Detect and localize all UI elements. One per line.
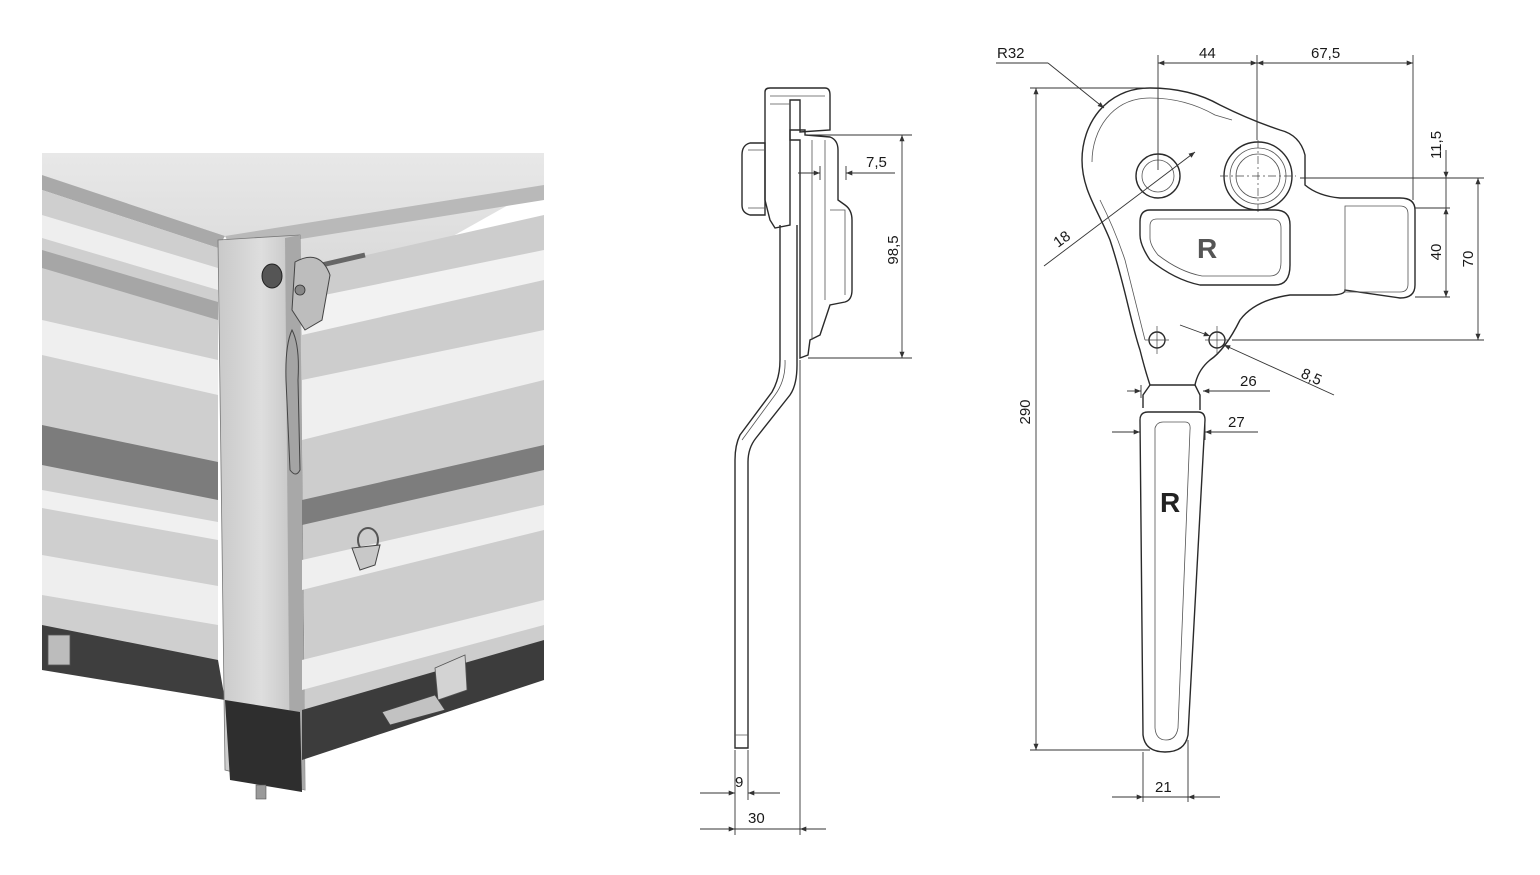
render-left-stripe — [42, 250, 218, 320]
render-deck-edge — [42, 175, 225, 248]
dim-side-height: 98,5 — [885, 235, 902, 264]
front-view-window — [1139, 209, 1291, 286]
render-right-wall — [300, 215, 544, 715]
dim-width-b: 67,5 — [1311, 45, 1340, 62]
dim-hole-diameter: 8,5 — [1298, 365, 1324, 389]
side-view-arm — [734, 225, 798, 749]
front-view-body — [1081, 87, 1416, 386]
dim-total-height: 290 — [1017, 399, 1034, 424]
dim-width-a: 44 — [1199, 45, 1216, 62]
side-view-plate — [789, 129, 853, 360]
render-left-stripe — [42, 320, 218, 395]
dim-tab-span: 70 — [1460, 251, 1477, 268]
dim-radius: R32 — [997, 45, 1025, 62]
side-view-knob — [741, 142, 766, 216]
front-view: R R R32 44 67,5 290 18 — [996, 45, 1484, 802]
render-left-foot — [47, 634, 71, 666]
dim-offset-small: 11,5 — [1428, 131, 1445, 159]
render-latch — [261, 252, 366, 475]
render-post-foot — [225, 700, 302, 792]
render-left-stripe — [42, 555, 218, 625]
dim-side-thickness: 9 — [735, 774, 743, 791]
render-left-base — [42, 625, 225, 700]
dim-side-depth: 30 — [748, 810, 765, 827]
front-view-handle — [1139, 411, 1206, 753]
render-deck-edge-right — [225, 185, 544, 250]
render-right-stripe — [302, 445, 544, 525]
front-view-letter-upper: R — [1197, 233, 1217, 264]
front-view-letter-lower: R — [1160, 487, 1180, 518]
render-lower-clamp — [381, 654, 468, 726]
render-post-pin — [255, 784, 267, 800]
render-right-stripe — [302, 600, 544, 690]
render-left-stripe — [42, 490, 218, 540]
side-view-housing — [764, 87, 831, 229]
side-view: 98,5 7,5 9 30 — [700, 87, 912, 835]
dim-handle-bottom: 21 — [1155, 779, 1172, 796]
dim-hole-spacing: 26 — [1240, 373, 1257, 390]
render-right-stripe — [300, 250, 544, 335]
render-wall-handle — [351, 527, 381, 571]
render-right-stripe — [302, 330, 544, 440]
dim-tab-height: 40 — [1428, 244, 1445, 261]
dim-handle-top: 27 — [1228, 414, 1245, 431]
render-truck-corner — [42, 153, 544, 800]
render-left-stripe — [42, 425, 218, 500]
dim-side-offset: 7,5 — [866, 154, 887, 171]
dim-pin-diameter: 18 — [1050, 228, 1073, 252]
render-left-stripe — [42, 215, 218, 290]
